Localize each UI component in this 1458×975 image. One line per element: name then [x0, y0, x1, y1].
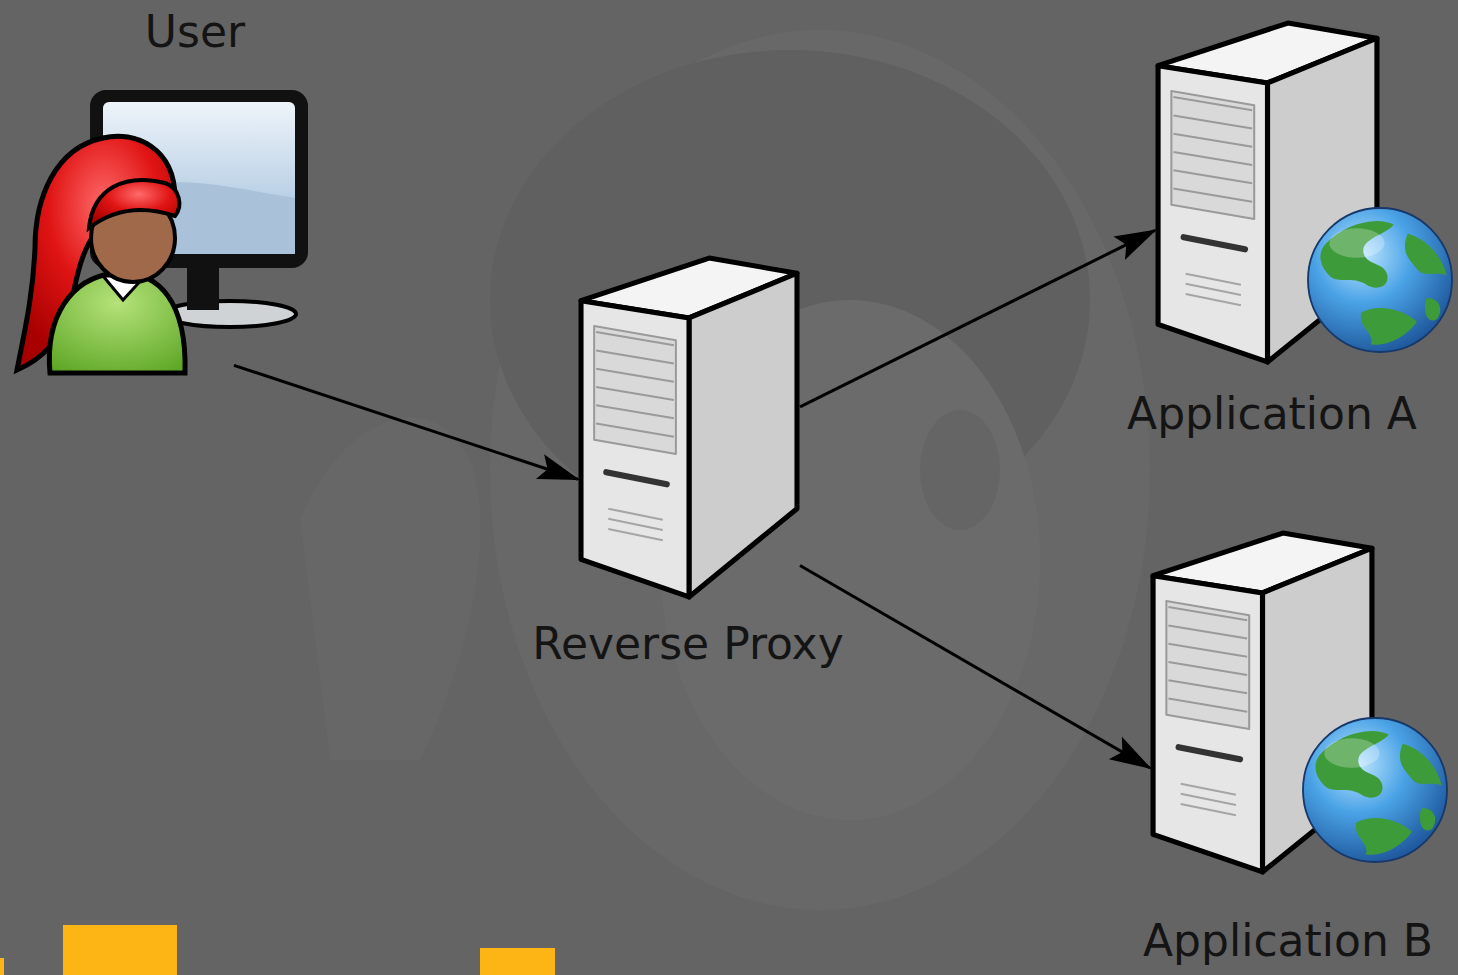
node-label: Reverse Proxy [532, 618, 843, 670]
connector-arrow [234, 365, 578, 479]
user-node: User [10, 0, 320, 392]
node-label: Application A [1127, 388, 1417, 440]
user-symbol [17, 90, 308, 373]
connector-arrow [800, 566, 1150, 769]
yellow-bar [0, 925, 555, 975]
server-node: Application B [1095, 525, 1453, 973]
globe-symbol [1303, 718, 1447, 862]
server-node: Reverse Proxy [490, 250, 890, 675]
user-icon [15, 88, 315, 383]
server-icon [578, 255, 800, 600]
server-node: Application A [1095, 15, 1453, 447]
watermark-face [300, 30, 1150, 910]
server-symbol [581, 258, 797, 597]
globe-symbol [1308, 208, 1452, 352]
globe-icon [1095, 525, 1453, 973]
node-label: User [145, 6, 245, 58]
globe-icon [1095, 15, 1453, 447]
node-label: Application B [1143, 915, 1433, 967]
connector-arrow [800, 230, 1155, 406]
